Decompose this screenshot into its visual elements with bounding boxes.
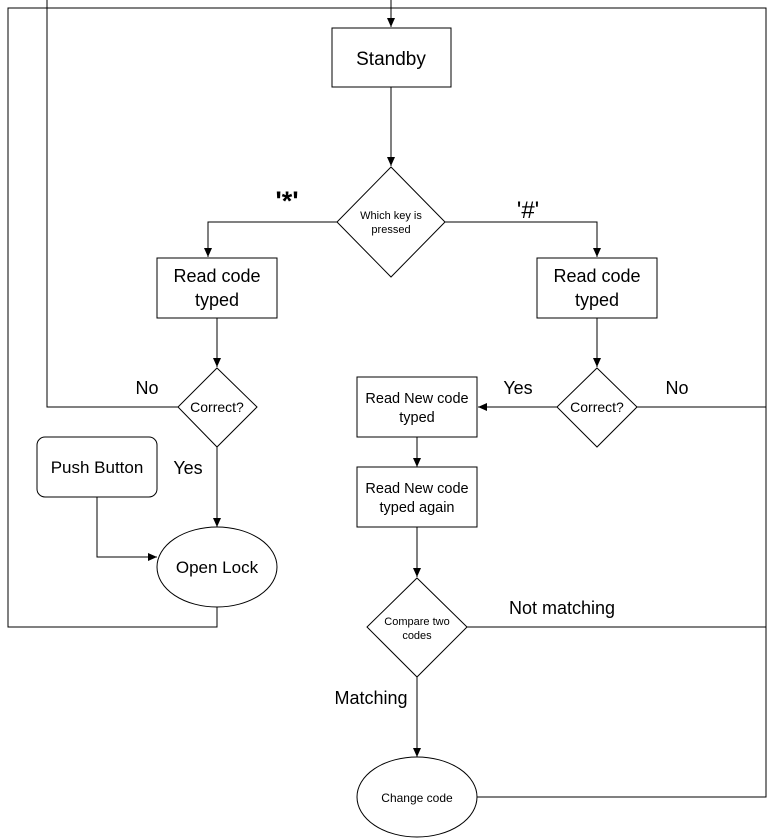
read-new-code-again-label-line2: typed again [380, 500, 455, 516]
read-code-left-label: Read code [173, 266, 260, 286]
edge-right-loop [391, 7, 767, 798]
matching-label: Matching [334, 688, 407, 708]
hash-key-label: '#' [517, 197, 540, 224]
correct-right-decision [556, 367, 638, 448]
no-left-label: No [135, 378, 158, 398]
which-key-decision [336, 166, 446, 278]
compare-codes-label: Compare two [384, 616, 449, 628]
read-code-right-label: Read code [553, 266, 640, 286]
read-code-left-label-line2: typed [195, 290, 239, 310]
edge-push-button-to-open-lock [96, 497, 157, 561]
edge-decision-to-left [204, 221, 337, 257]
correct-right-label: Correct? [570, 399, 624, 415]
read-new-code-again-node [356, 466, 478, 528]
read-code-right-node [536, 257, 658, 319]
standby-label: Standby [356, 49, 426, 70]
correct-left-label: Correct? [190, 399, 244, 415]
open-lock-node [156, 526, 278, 608]
compare-codes-label-line2: codes [402, 630, 432, 642]
not-matching-label: Not matching [509, 598, 615, 618]
standby-node [331, 27, 452, 88]
read-code-right-label-line2: typed [575, 290, 619, 310]
change-code-node [356, 756, 478, 838]
open-lock-label: Open Lock [176, 558, 259, 577]
push-button-node [36, 436, 158, 498]
read-code-left-node [156, 257, 278, 319]
read-new-code-label-line2: typed [399, 410, 434, 426]
edge-open-lock-loop [7, 7, 391, 628]
no-right-label: No [665, 378, 688, 398]
star-key-label: '*' [275, 186, 298, 216]
edge-decision-to-right [445, 221, 601, 257]
yes-right-label: Yes [503, 378, 532, 398]
change-code-label: Change code [381, 791, 453, 805]
read-new-code-label: Read New code [365, 391, 468, 407]
push-button-label: Push Button [51, 458, 144, 477]
correct-left-decision [177, 367, 258, 448]
which-key-label: Which key is [360, 210, 422, 222]
compare-codes-decision [366, 577, 468, 678]
which-key-label-line2: pressed [371, 224, 410, 236]
read-new-code-again-label: Read New code [365, 481, 468, 497]
edge-correct-left-no [46, 0, 178, 408]
read-new-code-node [356, 376, 478, 438]
yes-left-label: Yes [173, 458, 202, 478]
